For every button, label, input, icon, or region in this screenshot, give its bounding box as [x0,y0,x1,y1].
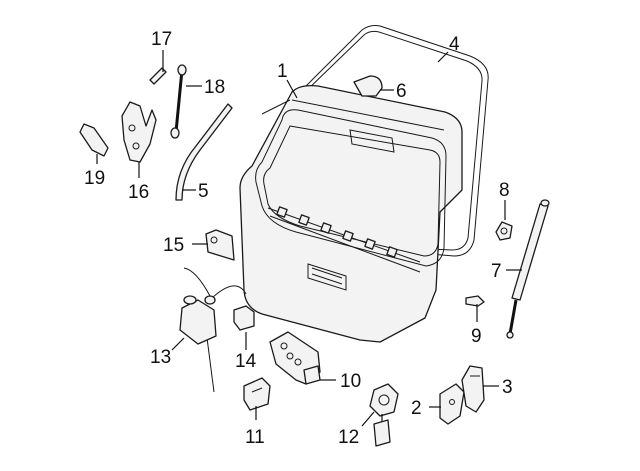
part-hinge [121,101,157,163]
part-clip [149,67,167,85]
callout-17: 17 [151,29,172,50]
callout-12: 12 [338,427,359,448]
callout-8: 8 [499,180,510,201]
callout-10: 10 [340,371,361,392]
part-lock-cylinder [369,383,399,447]
callout-1: 1 [277,61,288,82]
callout-7: 7 [491,261,502,282]
leader-12 [361,411,375,427]
leader-13 [171,337,185,351]
callout-6: 6 [396,81,407,102]
callout-15: 15 [163,235,184,256]
part-latch-assembly [179,267,247,393]
part-connector [243,377,271,411]
part-liftgate-panel [239,84,463,343]
part-support-rod [170,64,187,139]
part-small-bracket [439,383,465,425]
part-side-molding [175,103,233,201]
part-gas-strut [506,199,550,339]
part-lock-actuator [269,331,321,385]
callout-13: 13 [150,347,171,368]
callout-5: 5 [198,181,209,202]
callout-16: 16 [128,182,149,203]
callout-11: 11 [245,427,265,448]
part-bumper [495,221,513,241]
callout-19: 19 [84,168,105,189]
leader-1 [286,79,298,99]
leader-lines [96,50,522,427]
leader-4 [437,51,449,63]
callout-labels: 1 2 3 4 5 6 7 8 9 10 11 12 13 14 15 16 1… [84,29,513,448]
callout-4: 4 [449,34,460,55]
part-bracket [79,123,109,157]
part-hinge-plate [461,365,485,413]
part-weatherstrip [299,25,489,257]
callout-9: 9 [471,326,482,347]
part-high-mount-lamp [353,75,383,97]
part-plug [465,295,485,307]
callout-2: 2 [411,398,422,419]
callout-3: 3 [502,377,513,398]
liftgate-garnish-bumps [276,206,398,258]
callout-14: 14 [235,351,257,372]
callout-18: 18 [204,77,225,98]
part-striker [205,229,235,261]
part-switch [233,305,255,331]
